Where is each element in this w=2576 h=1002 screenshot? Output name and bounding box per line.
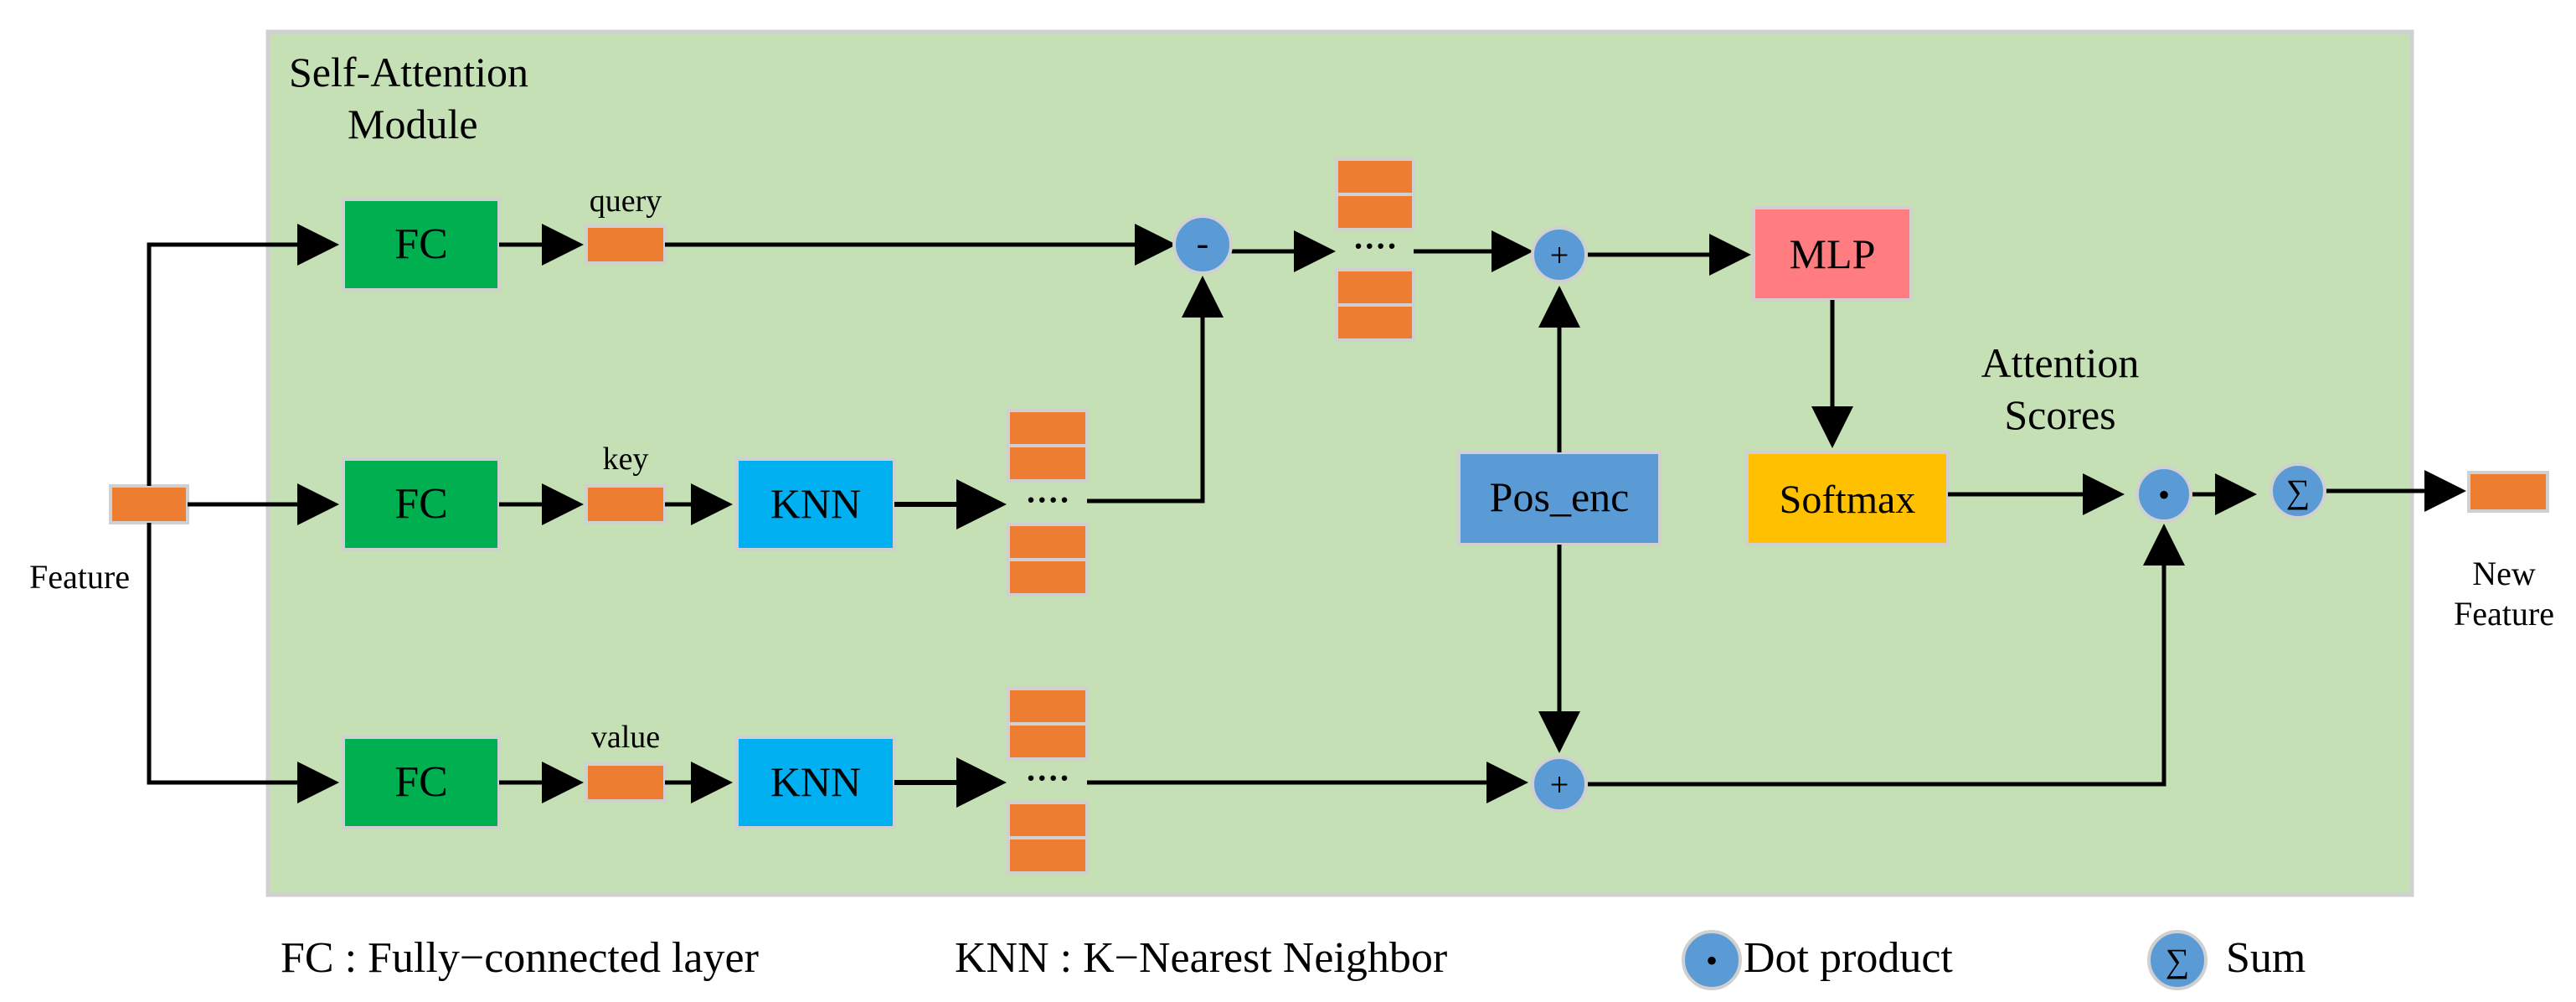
key-stack-dots: ····	[1025, 481, 1069, 519]
legend-dot-icon	[1682, 930, 1742, 990]
knn-value-label: KNN	[770, 758, 861, 805]
subtract-op-icon	[1172, 214, 1233, 275]
value-stack-dots: ····	[1025, 759, 1069, 797]
legend-sum-label: Sum	[2226, 934, 2306, 982]
legend-knn: KNN : K−Nearest Neighbor	[955, 934, 1447, 982]
softmax-label: Softmax	[1780, 478, 1916, 522]
dot-product-op-symbol: •	[2158, 476, 2170, 514]
pos-enc-label: Pos_enc	[1490, 473, 1630, 520]
output-label-line2: Feature	[2454, 595, 2554, 633]
output-feature-vector	[2467, 471, 2549, 513]
add-bottom-op-icon	[1531, 756, 1588, 813]
fc-value-label: FC	[394, 758, 448, 806]
subtract-op-symbol: -	[1197, 223, 1209, 264]
legend-sum-symbol: ∑	[2166, 942, 2190, 979]
key-vector	[585, 484, 667, 524]
fc-key-block	[342, 457, 501, 551]
add-top-op-icon	[1531, 226, 1588, 283]
value-vector	[585, 762, 667, 803]
key-vector-label: key	[603, 442, 649, 477]
legend-sum-icon	[2147, 930, 2208, 990]
input-feature-label: Feature	[29, 558, 130, 596]
mlp-label: MLP	[1790, 230, 1876, 277]
attention-label-line1: Attention	[1981, 339, 2140, 386]
output-label-line1: New	[2472, 555, 2536, 592]
dot-product-op-icon	[2136, 466, 2192, 523]
input-feature-vector	[109, 484, 189, 524]
mlp-block	[1752, 206, 1913, 302]
sum-op-icon	[2269, 462, 2326, 519]
value-neighbor-stack	[1007, 687, 1089, 875]
softmax-block	[1745, 451, 1950, 546]
key-neighbor-stack	[1007, 409, 1089, 597]
knn-value-block	[735, 736, 896, 829]
legend-dot-symbol: •	[1706, 942, 1718, 979]
query-vector	[585, 225, 667, 265]
sum-op-symbol: ∑	[2286, 473, 2311, 510]
query-vector-label: query	[590, 183, 662, 219]
add-bottom-op-symbol: +	[1550, 766, 1569, 803]
difference-stack-dots: ····	[1352, 227, 1397, 265]
value-vector-label: value	[591, 720, 660, 755]
pos-enc-block	[1457, 451, 1662, 546]
fc-key-label: FC	[394, 480, 448, 528]
legend-dot-label: Dot product	[1744, 934, 1953, 982]
module-title-line2: Module	[348, 101, 478, 147]
knn-key-block	[735, 457, 896, 551]
module-title-line1: Self-Attention	[289, 49, 528, 96]
attention-label-line2: Scores	[2004, 391, 2115, 438]
add-top-op-symbol: +	[1550, 236, 1569, 274]
knn-key-label: KNN	[770, 480, 861, 527]
legend-fc: FC : Fully−connected layer	[281, 934, 759, 982]
fc-query-block	[342, 198, 501, 292]
difference-stack	[1335, 158, 1415, 342]
fc-query-label: FC	[394, 220, 448, 268]
